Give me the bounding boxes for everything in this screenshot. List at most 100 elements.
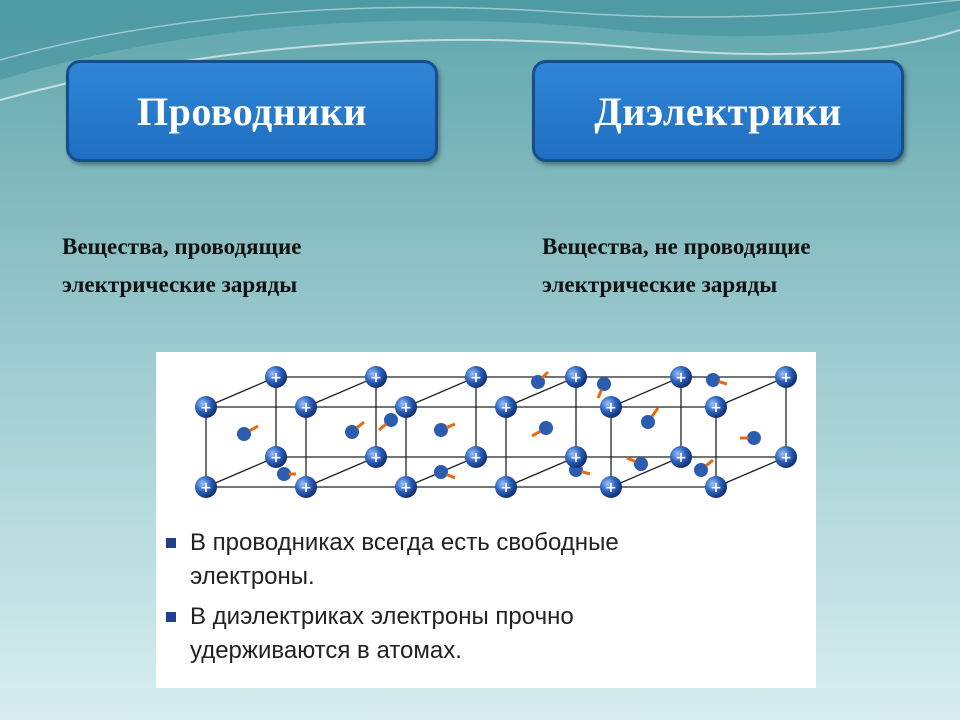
free-electron [531,370,550,389]
velocity-arrow [446,473,456,480]
bullet-square-icon [166,538,176,548]
dielectrics-title: Диэлектрики [594,88,842,134]
bullet-1-line2: электроны. [190,563,315,590]
conductors-title-box: Проводники [66,60,438,162]
velocity-arrow [531,429,542,438]
lattice-line [205,376,277,408]
lattice-ions: + + + + + + + + + + + + + + + + + + + + + + + + [195,366,797,498]
bullet-item: В диэлектриках электроны прочно удержива… [166,600,790,668]
lattice-line [505,376,577,408]
velocity-arrow [540,370,550,380]
dielectrics-title-box: Диэлектрики [532,60,904,162]
velocity-arrow [704,458,714,468]
ion-plus-sign: + [370,370,382,386]
velocity-arrow [718,380,728,386]
free-electron [740,431,761,445]
ion-atom: + [195,396,217,418]
ion-atom: + [295,476,317,498]
ion-plus-sign: + [470,450,482,466]
velocity-arrow [596,389,603,399]
dielectrics-description: Вещества, не проводящие электрические за… [542,228,942,304]
velocity-arrow [446,422,456,429]
ion-atom: + [600,476,622,498]
ion-plus-sign: + [270,450,282,466]
bullet-list: В проводниках всегда есть свободные элек… [156,522,816,688]
dielectrics-description-line2: электрические заряды [542,272,778,297]
ion-atom: + [705,476,727,498]
velocity-arrow [581,470,591,476]
free-electron [277,467,296,481]
ion-plus-sign: + [500,480,512,496]
free-electron [596,377,611,399]
free-electron [345,420,365,439]
ion-atom: + [295,396,317,418]
lattice-line [305,376,377,408]
lattice-line [715,456,787,488]
conductors-title: Проводники [137,88,367,134]
ion-atom: + [600,396,622,418]
ion-atom: + [365,366,387,388]
free-electron [706,373,728,387]
ion-atom: + [705,396,727,418]
lattice-line [405,376,477,408]
ion-atom: + [465,446,487,468]
crystal-lattice-diagram: + + + + + + + + + + + + + + + + + + + + + + + + [195,366,797,498]
free-electron [237,424,259,441]
ion-atom: + [495,476,517,498]
ion-plus-sign: + [605,480,617,496]
ion-atom: + [195,476,217,498]
ion-plus-sign: + [400,400,412,416]
conductors-description-line2: электрические заряды [62,272,298,297]
ion-plus-sign: + [710,400,722,416]
lattice-electrons [237,370,761,481]
lattice-line [305,456,377,488]
ion-atom: + [565,446,587,468]
ion-atom: + [495,396,517,418]
free-electron [378,413,398,432]
ion-atom: + [670,366,692,388]
ion-plus-sign: + [675,370,687,386]
velocity-arrow [626,456,636,463]
conductors-description: Вещества, проводящие электрические заряд… [62,228,462,304]
velocity-arrow [650,407,660,418]
ion-atom: + [395,396,417,418]
bullet-2-line1: В диэлектриках электроны прочно [190,603,574,630]
bullet-2-line2: удерживаются в атомах. [190,637,462,664]
ion-plus-sign: + [500,400,512,416]
ion-plus-sign: + [780,370,792,386]
ion-atom: + [775,366,797,388]
ion-plus-sign: + [200,480,212,496]
ion-atom: + [265,446,287,468]
ion-atom: + [670,446,692,468]
ion-plus-sign: + [300,480,312,496]
bullet-item: В проводниках всегда есть свободные элек… [166,526,790,594]
ion-atom: + [775,446,797,468]
ion-plus-sign: + [605,400,617,416]
velocity-arrow [248,424,259,433]
ion-plus-sign: + [370,450,382,466]
free-electron [641,407,660,429]
ion-plus-sign: + [780,450,792,466]
illustration-panel: + + + + + + + + + + + + + + + + + + + + + + + + В проводниках в… [156,352,816,688]
bullet-1-line1: В проводниках всегда есть свободные [190,529,619,556]
ion-plus-sign: + [470,370,482,386]
free-electron [694,458,714,477]
dielectrics-description-line1: Вещества, не проводящие [542,234,811,259]
lattice-lines [205,376,787,488]
ion-plus-sign: + [710,480,722,496]
ion-atom: + [465,366,487,388]
bullet-square-icon [166,612,176,622]
lattice-line [610,376,682,408]
ion-plus-sign: + [270,370,282,386]
ion-atom: + [265,366,287,388]
ion-plus-sign: + [300,400,312,416]
ion-plus-sign: + [570,370,582,386]
ion-atom: + [395,476,417,498]
ion-plus-sign: + [570,450,582,466]
ion-plus-sign: + [400,480,412,496]
free-electron [626,456,648,471]
velocity-arrow [378,422,388,432]
lattice-line [715,376,787,408]
ion-plus-sign: + [675,450,687,466]
free-electron [434,465,456,480]
